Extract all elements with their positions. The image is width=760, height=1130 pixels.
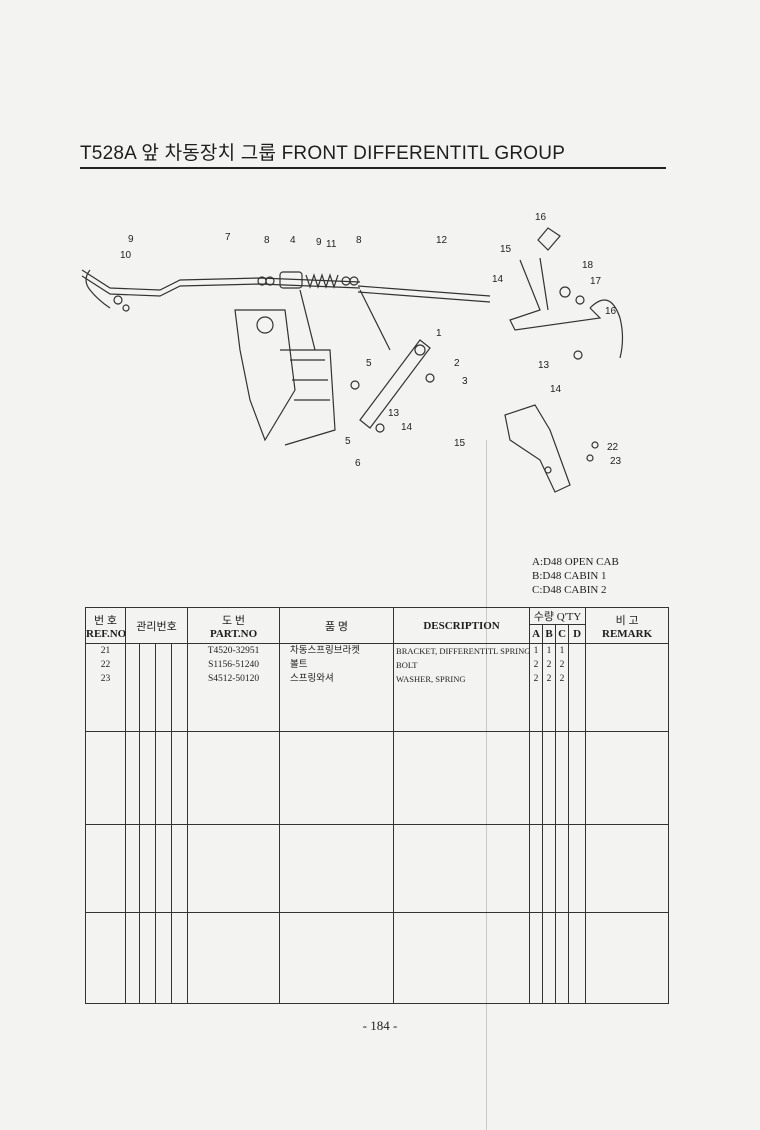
callout-label: 3: [462, 376, 468, 387]
table-row-empty: [85, 823, 670, 913]
callout-label: 5: [345, 436, 351, 447]
callout-label: 15: [500, 244, 512, 255]
callout-label: 6: [355, 458, 361, 469]
table-row-empty: [85, 731, 670, 825]
callout-label: 14: [492, 274, 504, 285]
header-qty-b: B: [542, 624, 557, 645]
callout-label: 11: [326, 239, 337, 250]
legend-item: A:D48 OPEN CAB: [532, 556, 619, 568]
callout-label: 16: [605, 306, 617, 317]
model-legend: A:D48 OPEN CAB B:D48 CABIN 1 C:D48 CABIN…: [532, 555, 619, 597]
callout-label: 15: [454, 438, 466, 449]
header-qty-a: A: [529, 624, 544, 645]
callout-label: 13: [538, 360, 550, 371]
page-title: T528A 앞 차동장치 그룹 FRONT DIFFERENTITL GROUP: [80, 143, 566, 164]
mgmt-cell: [125, 643, 140, 733]
header-mgmt-no: 관리번호: [124, 606, 189, 645]
callout-label: 8: [264, 235, 270, 246]
callout-label: 4: [290, 235, 296, 246]
exploded-parts-diagram: 9 10 7 8 4 9 11 8 12 16 15 14 18 17 16 1…: [70, 200, 670, 500]
callout-label: 10: [120, 250, 132, 261]
callout-label: 14: [401, 422, 413, 433]
table-subheader-row: A B C D: [86, 624, 669, 645]
header-qty: 수량 Q'TY: [529, 606, 587, 626]
header-description: DESCRIPTION: [393, 606, 531, 645]
remark-cell: [585, 643, 670, 733]
mgmt-cell: [170, 643, 189, 733]
legend-item: C:D48 CABIN 2: [532, 584, 607, 596]
callout-label: 18: [582, 260, 594, 271]
qty-d-cell: [568, 643, 587, 733]
callout-labels: 9 10 7 8 4 9 11 8 12 16 15 14 18 17 16 1…: [120, 212, 622, 469]
legend-item: B:D48 CABIN 1: [532, 570, 607, 582]
callout-label: 14: [550, 384, 562, 395]
callout-label: 16: [535, 212, 547, 223]
callout-label: 5: [366, 358, 372, 369]
header-qty-d: D: [568, 624, 587, 645]
mgmt-cell: [155, 643, 172, 733]
callout-label: 12: [436, 235, 448, 246]
header-qty-c: C: [555, 624, 570, 645]
callout-label: 9: [316, 237, 322, 248]
callout-label: 17: [590, 276, 602, 287]
callout-label: 22: [607, 442, 619, 453]
callout-label: 2: [454, 358, 460, 369]
callout-label: 13: [388, 408, 400, 419]
callout-label: 7: [225, 232, 231, 243]
mgmt-cell: [139, 643, 156, 733]
callout-label: 1: [436, 328, 442, 339]
callout-label: 9: [128, 234, 134, 245]
diagram-drawing: 9 10 7 8 4 9 11 8 12 16 15 14 18 17 16 1…: [81, 212, 624, 493]
table-row-empty: [85, 911, 670, 1005]
callout-label: 8: [356, 235, 362, 246]
title-underline: [80, 167, 666, 169]
page-number: - 184 -: [362, 1018, 398, 1033]
callout-label: 23: [610, 456, 622, 467]
header-name-kr: 품 명: [279, 606, 395, 645]
